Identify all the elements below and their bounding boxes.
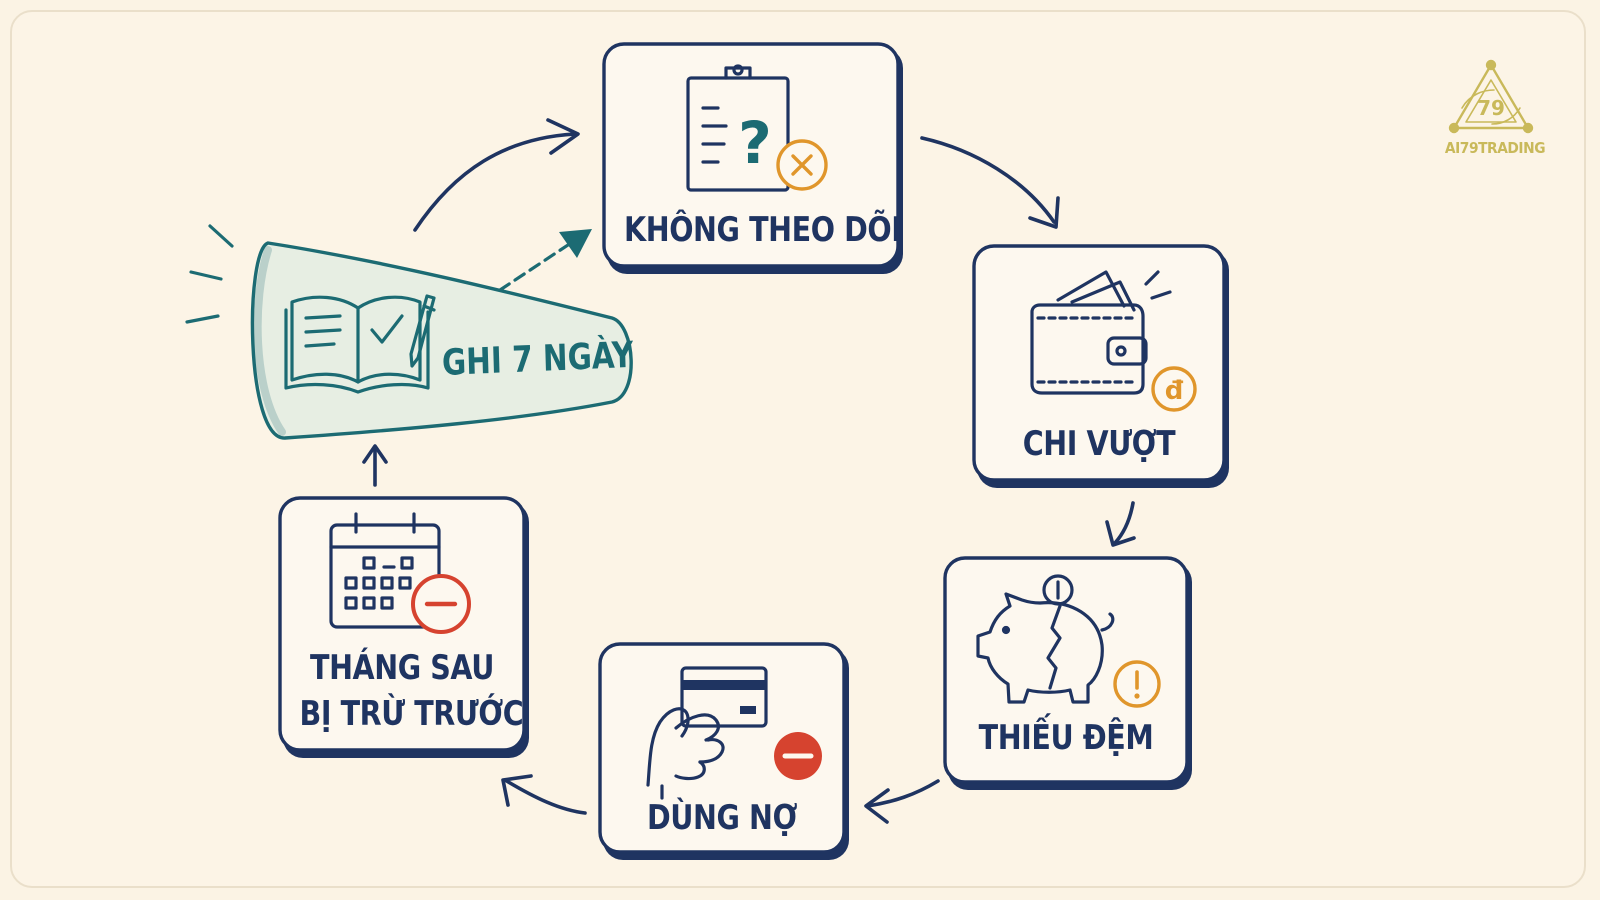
x-badge-icon: [776, 139, 828, 191]
start-step-ghi-7-ngay: [185, 224, 633, 440]
arrow-khong-theo-doi-to-chi-vuot: [920, 136, 1060, 229]
credit-card-hand-icon: [646, 666, 768, 800]
brand-name: AI79TRADING: [1444, 139, 1546, 157]
step-label-chi-vuot: CHI VƯỢT: [1022, 424, 1176, 464]
svg-text:đ: đ: [1165, 376, 1184, 406]
wallet-icon: [1030, 270, 1172, 395]
minus-badge-icon: [774, 732, 822, 780]
exclamation-badge-icon: [1113, 660, 1161, 708]
step-label-khong-theo-doi: KHÔNG THEO DÕI: [624, 210, 902, 250]
arrow-chi-vuot-to-thieu-dem: [1105, 501, 1136, 547]
step-card-thieu-dem: [943, 556, 1192, 790]
clipboard-question-icon: [686, 64, 790, 192]
brand-logo-icon: 79: [1448, 59, 1534, 134]
cracked-piggy-bank-icon: [976, 574, 1115, 704]
arrow-start-to-khong-theo-doi: [413, 118, 580, 232]
open-journal-checkmark-pen-icon: [284, 294, 436, 394]
svg-text:79: 79: [1477, 96, 1505, 120]
calendar-icon: [329, 512, 441, 629]
step-card-khong-theo-doi: ?: [602, 42, 903, 274]
step-label-thang-sau-line2: BỊ TRỪ TRƯỚC: [299, 694, 524, 734]
step-card-dung-no: [598, 642, 849, 860]
dong-coin-icon: đ: [1151, 366, 1197, 412]
step-card-chi-vuot: đ: [972, 244, 1229, 488]
question-mark-icon: ?: [738, 109, 772, 177]
arrow-thieu-dem-to-dung-no: [864, 779, 940, 824]
step-label-thang-sau-line1: THÁNG SAU: [310, 648, 494, 688]
arrow-dung-no-to-thang-sau: [501, 774, 587, 815]
arrow-thang-sau-to-start: [362, 444, 388, 487]
minus-badge-icon: [411, 574, 471, 634]
step-card-thang-sau-bi-tru-truoc: [278, 496, 529, 758]
step-label-dung-no: DÙNG NỢ: [646, 798, 798, 838]
dashed-arrow-icon: [498, 229, 592, 292]
start-step-label: GHI 7 NGÀY: [441, 334, 634, 384]
emphasis-lines-icon: [185, 224, 234, 324]
step-label-thieu-dem: THIẾU ĐỆM: [978, 718, 1154, 758]
